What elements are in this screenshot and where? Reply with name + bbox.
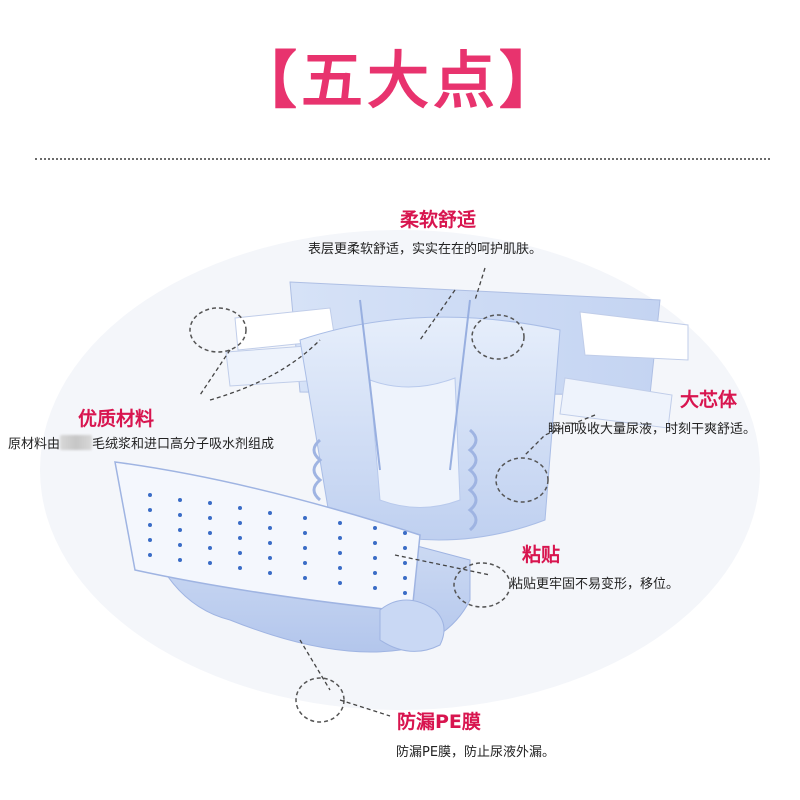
callout-circle-tape bbox=[453, 562, 511, 608]
redacted-brand bbox=[60, 435, 93, 450]
feature-core-desc: 瞬间吸收大量尿液，时刻干爽舒适。 bbox=[548, 422, 757, 437]
material-desc-prefix: 原材料由 bbox=[8, 437, 61, 452]
front-tape-band bbox=[114, 461, 421, 613]
leader-tape bbox=[394, 554, 491, 576]
leader-soft bbox=[419, 267, 486, 341]
callout-circle-pe bbox=[295, 677, 345, 723]
feature-pe-desc: 防漏PE膜，防止尿液外漏。 bbox=[396, 745, 556, 760]
leg-cuff bbox=[379, 599, 445, 652]
feature-pe-title: 防漏PE膜 bbox=[397, 711, 481, 733]
leader-pe bbox=[299, 639, 391, 717]
right-tab bbox=[579, 311, 689, 361]
tape-dots bbox=[148, 493, 407, 595]
right-tab-lower bbox=[559, 377, 673, 429]
feature-core-title: 大芯体 bbox=[680, 389, 738, 411]
leader-material bbox=[199, 349, 231, 396]
feature-soft-title: 柔软舒适 bbox=[400, 209, 477, 231]
callout-circle-soft bbox=[471, 314, 525, 360]
page-title: 【五大点】 bbox=[234, 44, 565, 117]
feature-soft-desc: 表层更柔软舒适，实实在在的呵护肌肤。 bbox=[308, 242, 543, 257]
feature-material-desc: 原材料由 毛绒浆和进口高分子吸水剂组成 bbox=[8, 433, 274, 452]
feature-tape-desc: 粘贴更牢固不易变形，移位。 bbox=[510, 577, 680, 592]
leader-core bbox=[524, 414, 596, 456]
callout-circle-left bbox=[189, 307, 247, 353]
core-center bbox=[369, 377, 461, 508]
callout-circle-core bbox=[495, 457, 549, 503]
feature-tape-title: 粘贴 bbox=[522, 544, 561, 566]
section-divider bbox=[35, 158, 770, 160]
feature-material-title: 优质材料 bbox=[78, 408, 155, 430]
material-desc-suffix: 毛绒浆和进口高分子吸水剂组成 bbox=[92, 437, 275, 452]
